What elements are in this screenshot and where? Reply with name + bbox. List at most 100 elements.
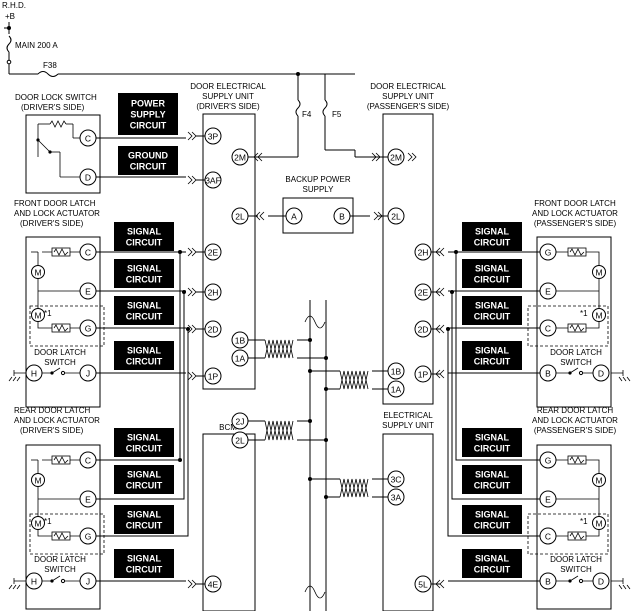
connector-chevron [187, 287, 197, 297]
switch-contact [60, 578, 66, 584]
rear-latch-driver-internal-wiring [37, 459, 80, 537]
signal-block-passenger-4-text: CIRCUIT [474, 444, 511, 454]
front-latch-driver-title-2: AND LOCK ACTUATOR [14, 209, 100, 218]
rear-latch-driver-pin-e-circle [79, 490, 97, 508]
battery-label: +B [5, 12, 15, 21]
front-latch-driver-motor-2 [31, 308, 45, 322]
rear-latch-passenger-dashed-group [527, 513, 609, 555]
front-latch-passenger-motor-2 [592, 308, 606, 322]
signal-block-passenger-4 [462, 428, 522, 457]
f5-fuse [322, 74, 383, 158]
desu-driver-pin-1a-label: 1A [235, 354, 246, 364]
f4-label: F4 [302, 110, 312, 119]
main-fuse-label: MAIN 200 A [15, 41, 58, 50]
break-mark-2 [304, 585, 326, 599]
latch-label-fp: DOOR LATCH [550, 348, 602, 357]
esu-box [382, 433, 434, 611]
power-supply-block [118, 93, 178, 135]
signal-block-passenger-5-text: CIRCUIT [474, 481, 511, 491]
front-latch-driver-pin-e-label: E [85, 287, 91, 297]
desu-passenger-pin-2h-circle [414, 243, 432, 261]
signal-block-passenger-7-text: SIGNAL [475, 554, 510, 564]
bcm-pin-4e-circle [204, 575, 222, 593]
signal-block-driver-3-text: CIRCUIT [126, 357, 163, 367]
signal-block-driver-7 [114, 549, 174, 578]
signal-block-passenger-0-text: SIGNAL [475, 227, 510, 237]
desu-driver-pin-2l-circle [231, 207, 249, 225]
signal-block-driver-6-text: SIGNAL [127, 510, 162, 520]
connector-chevron [435, 324, 445, 334]
signal-block-driver-2 [114, 296, 174, 325]
front-latch-passenger-pin-c-label: C [545, 324, 551, 334]
rear-latch-driver-pin-j-circle [79, 572, 97, 590]
front-latch-driver-resistor-1 [51, 247, 71, 257]
desu-passenger-title-2: SUPPLY UNIT [382, 92, 434, 101]
esu-pin-5l-label: 5L [418, 580, 428, 590]
signal-block-driver-1 [114, 259, 174, 288]
lock-switch-pin-c-label: C [85, 134, 91, 144]
signal-block-passenger-5-text: SIGNAL [475, 470, 510, 480]
front-latch-passenger-box [536, 236, 612, 408]
ground-hatch [618, 584, 631, 590]
signal-block-passenger-1-text: CIRCUIT [474, 275, 511, 285]
resistor-zigzag [569, 324, 585, 332]
ground-symbol [13, 370, 26, 376]
f5-label: F5 [332, 110, 342, 119]
bcm-title: BCM [219, 423, 237, 432]
desu-driver-pin-2h-label: 2H [208, 288, 219, 298]
motor-label: M [595, 476, 602, 486]
desu-passenger-title-1: DOOR ELECTRICAL [370, 82, 446, 91]
front-latch-passenger-resistor-1 [567, 247, 587, 257]
desu-driver-pin-3p-circle [204, 127, 222, 145]
rear-latch-passenger-pin-b-circle [539, 572, 557, 590]
motor-label: M [34, 268, 41, 278]
twist-6 [264, 420, 294, 441]
front-latch-driver-pin-e-circle [79, 282, 97, 300]
rear-e-feed [96, 292, 185, 500]
desu-passenger-pin-2d-label: 2D [418, 325, 429, 335]
desu-passenger-pin-2e-circle [414, 283, 432, 301]
rear-latch-driver-pin-g-circle [79, 527, 97, 545]
front-latch-passenger-pin-d-circle [592, 364, 610, 382]
desu-passenger-pin-1a-label: 1A [391, 385, 402, 395]
desu-driver-pin-2d-label: 2D [208, 325, 219, 335]
switch-label-fd: SWITCH [44, 358, 76, 367]
backup-pin-b-circle [333, 207, 351, 225]
switch-label-rp: SWITCH [560, 565, 592, 574]
front-latch-passenger-pin-e-label: E [545, 287, 551, 297]
signal-block-driver-4-text: CIRCUIT [126, 444, 163, 454]
rear-latch-passenger-pin-e-circle [539, 490, 557, 508]
ground-circuit-block-text: GROUND [128, 151, 168, 161]
wires-layer: MM*1MM*1MM*1MM*1 [8, 131, 631, 611]
ground-circuit-block-text: CIRCUIT [130, 162, 167, 172]
rear-latch-passenger-pin-g-circle [539, 451, 557, 469]
desu-passenger-pin-1p-circle [414, 365, 432, 383]
power-supply-block-text: CIRCUIT [130, 121, 167, 131]
front-latch-passenger-title-3: (PASSENGER'S SIDE) [534, 219, 617, 228]
resistor-zigzag [569, 532, 585, 540]
latch-label-fd: DOOR LATCH [34, 348, 86, 357]
rear-latch-driver-box [25, 444, 101, 610]
front-latch-driver-pin-h-label: H [31, 369, 37, 379]
rear-latch-passenger-pin-c-label: C [545, 532, 551, 542]
junction-dot [324, 387, 328, 391]
front-latch-driver-title-3: (DRIVER'S SIDE) [20, 219, 84, 228]
signal-block-driver-3-text: SIGNAL [127, 346, 162, 356]
front-latch-driver-pin-j-label: J [86, 369, 90, 379]
rear-latch-driver-dashed-group [29, 513, 105, 555]
junction-dot [308, 419, 312, 423]
backup-title-1: BACKUP POWER [285, 175, 350, 184]
ground-symbol [13, 578, 26, 584]
connector-pins-layer: 3P3AF2M2L2E2H2D1B1A1P2M2L2H2E2D1B1A1P2J2… [25, 127, 610, 593]
signal-block-driver-7-text: CIRCUIT [126, 565, 163, 575]
front-latch-driver-pin-c-circle [79, 243, 97, 261]
signal-block-passenger-2-text: SIGNAL [475, 301, 510, 311]
bcm-pin-4e-label: 4E [208, 580, 219, 590]
signal-block-passenger-6 [462, 505, 522, 534]
signal-blocks-layer: POWERSUPPLYCIRCUITGROUNDCIRCUITSIGNALCIR… [114, 93, 522, 578]
rear-latch-passenger-title-1: REAR DOOR LATCH [537, 406, 614, 415]
power-supply-block-text: SUPPLY [130, 110, 165, 120]
desu-driver-pin-1a-circle [231, 349, 249, 367]
switch-contact [50, 579, 54, 583]
desu-driver-pin-1b-label: 1B [235, 336, 246, 346]
